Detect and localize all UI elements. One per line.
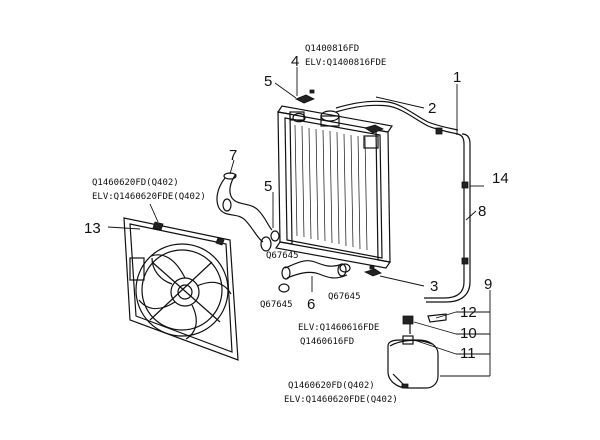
code-bottom-std: Q1460620FD(Q402): [288, 381, 375, 391]
coolant-reservoir: [387, 313, 447, 389]
code-clamp-lower-left: Q67645: [260, 300, 293, 310]
radiator-core: [274, 105, 394, 269]
callout-7: 7: [229, 147, 237, 164]
callout-12: 12: [460, 304, 477, 321]
code-bottom-elv: ELV:Q1460620FDE(Q402): [284, 395, 398, 405]
callout-2: 2: [428, 100, 436, 117]
callout-11: 11: [460, 345, 476, 362]
code-cap-std: Q1400816FD: [305, 44, 359, 54]
callout-4: 4: [291, 53, 299, 70]
code-fan-elv: ELV:Q1460620FDE(Q402): [92, 192, 206, 202]
code-tank-std: Q1460616FD: [300, 337, 354, 347]
overflow-pipes: [335, 100, 471, 303]
callout-10: 10: [460, 325, 477, 342]
cap-assembly: [292, 89, 384, 277]
callout-8: 8: [478, 203, 486, 220]
fan-shroud: [123, 217, 239, 361]
code-cap-elv: ELV:Q1400816FDE: [305, 58, 386, 68]
code-clamp-lower-right: Q67645: [328, 292, 361, 302]
callout-13: 13: [84, 220, 101, 237]
code-fan-std: Q1460620FD(Q402): [92, 178, 179, 188]
callout-1: 1: [453, 69, 461, 86]
code-tank-elv: ELV:Q1460616FDE: [298, 323, 379, 333]
callout-14: 14: [492, 170, 509, 187]
code-clamp-upper: Q67645: [266, 251, 299, 261]
callout-9: 9: [484, 276, 492, 293]
lower-hose: [278, 260, 351, 293]
callout-3: 3: [430, 278, 438, 295]
callout-5-upper: 5: [264, 73, 272, 90]
leader-lines: [107, 67, 491, 377]
callout-6: 6: [307, 296, 315, 313]
callout-5-lower: 5: [264, 178, 272, 195]
